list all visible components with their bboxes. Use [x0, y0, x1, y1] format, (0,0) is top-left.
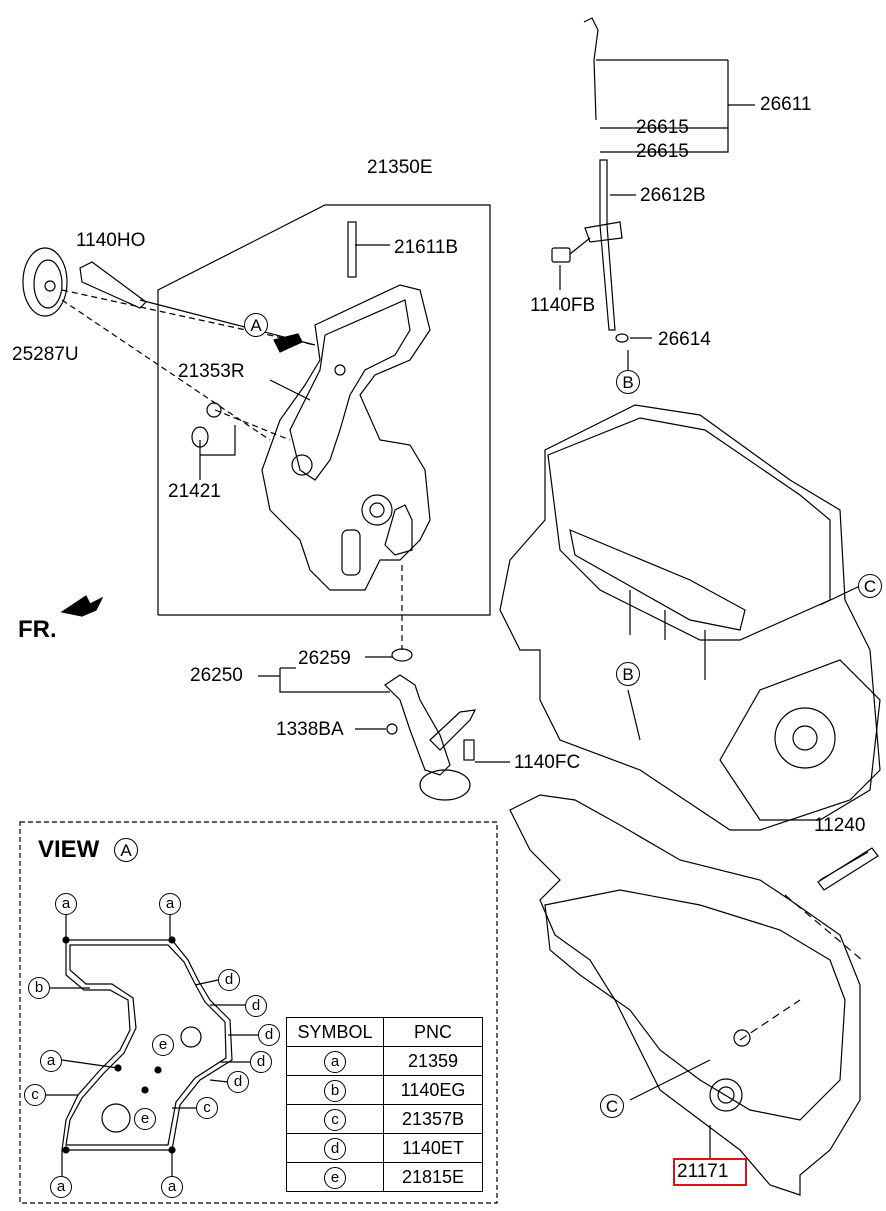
view-marker-a-4: a [50, 1176, 72, 1198]
label-26611[interactable]: 26611 [760, 94, 812, 115]
view-marker-a-1: a [55, 893, 77, 915]
oil-pan [509, 794, 861, 1196]
callout-c-engine: C [858, 574, 882, 598]
view-marker-d-1: d [218, 969, 240, 991]
view-a-box [19, 821, 498, 1204]
label-26612B[interactable]: 26612B [640, 185, 706, 206]
label-26615-lower[interactable]: 26615 [636, 141, 689, 162]
label-11240[interactable]: 11240 [814, 815, 866, 836]
symbol-pnc-table: SYMBOL PNC a 21359 b 1140EG c 21357B d 1… [286, 1017, 483, 1192]
assembly-frame [157, 204, 491, 616]
view-marker-d-2: d [245, 995, 267, 1017]
label-25287U[interactable]: 25287U [12, 344, 79, 365]
view-marker-e-1: e [152, 1034, 174, 1056]
view-marker-d-5: d [227, 1071, 249, 1093]
label-26615-upper[interactable]: 26615 [636, 117, 689, 138]
engine-block [499, 404, 881, 831]
label-1140FB[interactable]: 1140FB [530, 295, 596, 316]
symbol-cell: c [324, 1108, 346, 1131]
view-a-title: VIEW [38, 836, 100, 863]
pnc-cell[interactable]: 21815E [383, 1162, 483, 1192]
label-26614[interactable]: 26614 [658, 329, 711, 350]
label-21350E[interactable]: 21350E [367, 157, 433, 178]
timing-cover [261, 284, 431, 591]
callout-b-engine: B [616, 662, 640, 686]
table-row: d 1140ET [286, 1133, 483, 1163]
pnc-cell[interactable]: 21359 [383, 1046, 483, 1076]
symbol-cell: d [324, 1137, 346, 1160]
table-row: c 21357B [286, 1104, 483, 1134]
symbol-cell: e [324, 1166, 346, 1189]
pnc-cell[interactable]: 1140EG [383, 1075, 483, 1105]
table-row: e 21815E [286, 1162, 483, 1192]
view-marker-c-1: c [24, 1084, 46, 1106]
table-row: a 21359 [286, 1046, 483, 1076]
header-pnc: PNC [383, 1017, 483, 1047]
view-marker-a-5: a [161, 1176, 183, 1198]
header-symbol: SYMBOL [286, 1017, 384, 1047]
view-marker-e-2: e [134, 1108, 156, 1130]
callout-c-pan: C [600, 1094, 624, 1118]
view-marker-a-3: a [40, 1050, 62, 1072]
highlight-21171 [673, 1158, 747, 1186]
pnc-cell[interactable]: 21357B [383, 1104, 483, 1134]
callout-b-top: B [616, 370, 640, 394]
view-a-letter: A [114, 838, 138, 862]
view-marker-a-2: a [159, 893, 181, 915]
view-marker-c-2: c [196, 1097, 218, 1119]
label-1338BA[interactable]: 1338BA [276, 719, 344, 740]
table-row: b 1140EG [286, 1075, 483, 1105]
callout-a: A [244, 313, 268, 337]
view-marker-d-3: d [258, 1024, 280, 1046]
label-21421[interactable]: 21421 [168, 481, 221, 502]
table-header-row: SYMBOL PNC [286, 1017, 483, 1047]
view-marker-b: b [28, 977, 50, 999]
label-21353R[interactable]: 21353R [178, 361, 245, 382]
symbol-cell: a [324, 1050, 346, 1073]
label-21171[interactable]: 21171 [677, 1161, 729, 1182]
label-26250[interactable]: 26250 [190, 665, 243, 686]
label-1140FC[interactable]: 1140FC [514, 752, 581, 773]
label-26259[interactable]: 26259 [298, 648, 351, 669]
label-21611B[interactable]: 21611B [394, 237, 459, 258]
view-marker-d-4: d [250, 1051, 272, 1073]
pnc-cell[interactable]: 1140ET [383, 1133, 483, 1163]
symbol-cell: b [324, 1079, 346, 1102]
front-direction-label: FR. [18, 616, 57, 643]
label-1140HO[interactable]: 1140HO [76, 230, 146, 251]
